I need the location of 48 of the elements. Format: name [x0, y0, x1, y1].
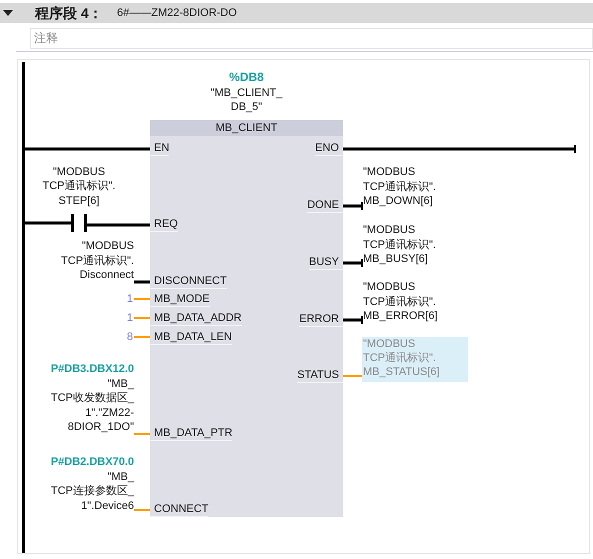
wire	[134, 298, 150, 300]
wire	[343, 259, 363, 267]
wire	[25, 222, 71, 224]
pointer-address: P#DB3.DBX12.0	[50, 362, 134, 376]
input-pin: EN	[150, 141, 170, 156]
wire	[343, 375, 362, 377]
operand-label: "MODBUS TCP通讯标识". MB_ERROR[6]	[363, 280, 438, 324]
output-pin: DONE	[307, 198, 343, 213]
output-pin: BUSY	[309, 255, 343, 270]
wire	[25, 148, 150, 150]
network-comment-title: 6#——ZM22-8DIOR-DO	[117, 6, 237, 21]
function-block	[150, 120, 343, 517]
input-pin: MB_MODE	[150, 292, 210, 307]
instance-db-number: %DB8	[229, 70, 264, 84]
input-pin: MB_DATA_LEN	[150, 330, 232, 345]
constant-value: 1	[126, 292, 134, 306]
wire	[87, 224, 150, 226]
input-pin: DISCONNECT	[150, 274, 227, 289]
operand-label: "MODBUS TCP通讯标识". MB_BUSY[6]	[363, 223, 436, 266]
operand-label: "MB_ TCP连接参数区_ 1".Device6	[50, 470, 134, 513]
output-pin: STATUS	[297, 368, 343, 383]
constant-value: 8	[126, 330, 134, 344]
wire	[343, 202, 363, 210]
wire	[343, 316, 363, 324]
input-pin: REQ	[150, 217, 178, 232]
input-pin: MB_DATA_PTR	[150, 426, 232, 441]
comment-field: 注释	[30, 28, 593, 49]
block-header: MB_CLIENT	[150, 120, 343, 136]
network-title: 程序段 4：	[35, 4, 103, 23]
input-pin: MB_DATA_ADDR	[150, 311, 242, 326]
instance-db-name: "MB_CLIENT_ DB_5"	[210, 86, 282, 114]
power-rail	[22, 62, 25, 553]
input-pin: CONNECT	[150, 502, 208, 517]
selected-operand: "MODBUS TCP通讯标识". MB_STATUS[6]	[362, 337, 468, 382]
operand-label: "MB_ TCP收发数据区_ 1"."ZM22- 8DIOR_1DO"	[50, 376, 134, 434]
operand-label: "MODBUS TCP通讯标识". MB_DOWN[6]	[363, 165, 436, 208]
pointer-address: P#DB2.DBX70.0	[50, 455, 134, 470]
output-pin: ENO	[315, 141, 343, 156]
wire	[343, 145, 576, 153]
constant-value: 1	[126, 311, 134, 325]
wire	[134, 336, 150, 338]
contact-label: "MODBUS TCP通讯标识". STEP[6]	[42, 164, 116, 208]
operand-label: "MODBUS TCP通讯标识". Disconnect	[61, 239, 134, 282]
wire	[134, 509, 150, 511]
output-pin: ERROR	[299, 312, 343, 327]
wire	[134, 433, 150, 435]
wire	[134, 280, 150, 284]
wire	[134, 317, 150, 319]
